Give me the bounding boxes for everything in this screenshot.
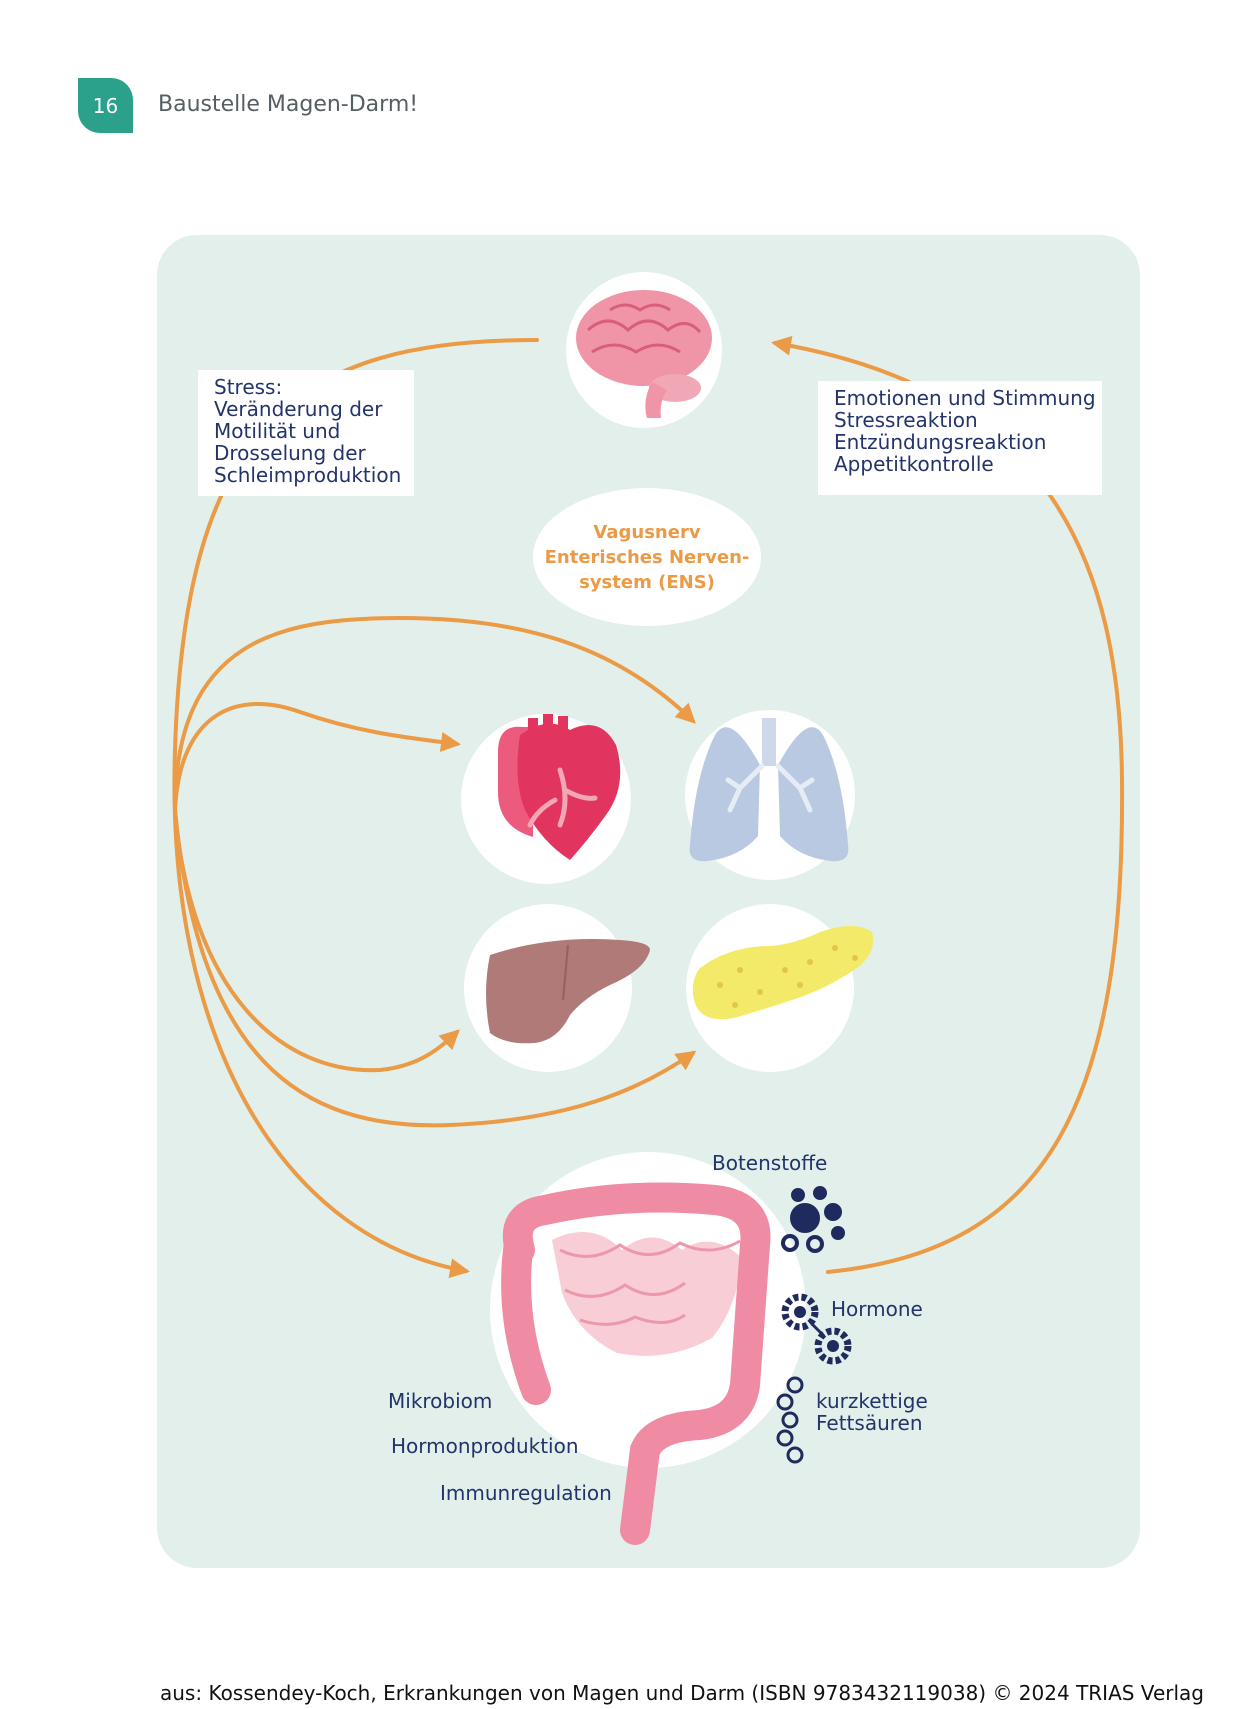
emotion-label-box: Emotionen und Stimmung Stressreaktion En… xyxy=(818,381,1102,495)
emotion-line-2: Stressreaktion xyxy=(834,408,978,432)
vagus-line-2: Enterisches Nerven- xyxy=(544,546,750,568)
arrow-to-heart xyxy=(173,701,461,812)
botenstoffe-label: Botenstoffe xyxy=(712,1151,828,1175)
arrow-to-pancreas xyxy=(173,808,697,1128)
emotion-line-3: Entzündungsreaktion xyxy=(834,430,1047,454)
mikrobiom-label: Mikrobiom xyxy=(388,1389,493,1413)
source-footer: aus: Kossendey-Koch, Erkrankungen von Ma… xyxy=(160,1681,1204,1705)
stress-line-3: Motilität und xyxy=(214,419,341,443)
emotion-line-1: Emotionen und Stimmung xyxy=(834,386,1096,410)
stress-line-5: Schleimproduktion xyxy=(214,463,402,487)
lungs-icon xyxy=(689,718,849,862)
page-number-badge: 16 xyxy=(78,78,133,133)
stress-line-1: Stress: xyxy=(214,375,283,399)
vagus-line-1: Vagusnerv xyxy=(593,521,701,543)
pancreas-icon xyxy=(692,926,874,1020)
stress-line-2: Veränderung der xyxy=(214,397,383,421)
botenstoffe-molecules-icon xyxy=(781,1186,845,1253)
arrow-to-liver xyxy=(173,808,460,1073)
vagus-nerve-label: Vagusnerv Enterisches Nerven- system (EN… xyxy=(533,488,761,626)
fatty-acids-label-2: Fettsäuren xyxy=(816,1411,923,1435)
stress-line-4: Drosselung der xyxy=(214,441,366,465)
page-number: 16 xyxy=(92,93,119,118)
immunregulation-label: Immunregulation xyxy=(440,1481,612,1505)
page-title: Baustelle Magen-Darm! xyxy=(158,92,419,117)
fatty-acids-label-1: kurzkettige xyxy=(816,1389,928,1413)
hormonproduktion-label: Hormonproduktion xyxy=(391,1434,579,1458)
stress-label-box: Stress: Veränderung der Motilität und Dr… xyxy=(198,370,414,496)
intestine-icon xyxy=(501,1182,771,1545)
hormone-label: Hormone xyxy=(831,1297,923,1321)
arrow-to-lungs xyxy=(173,615,696,812)
emotion-line-4: Appetitkontrolle xyxy=(834,452,994,476)
vagus-line-3: system (ENS) xyxy=(579,571,715,593)
fatty-acids-chain-icon xyxy=(776,1376,804,1464)
hormone-molecules-icon xyxy=(781,1293,852,1365)
heart-icon xyxy=(498,714,621,860)
liver-icon xyxy=(486,939,650,1044)
brain-icon xyxy=(576,290,712,418)
